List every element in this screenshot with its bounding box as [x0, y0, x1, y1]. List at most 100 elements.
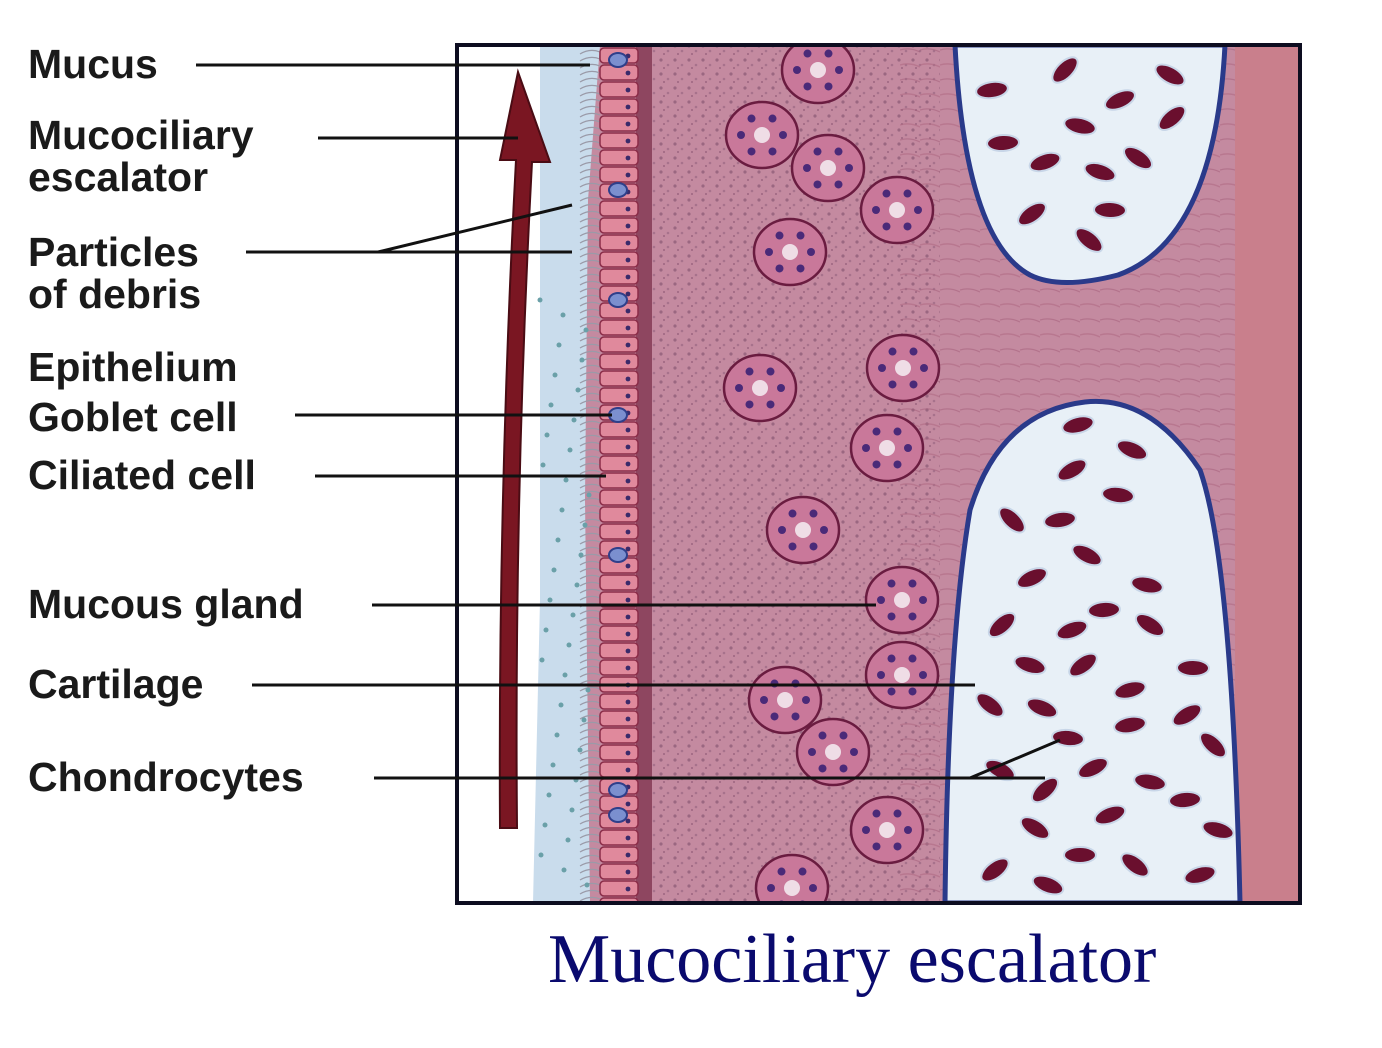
goblet-cell — [608, 52, 628, 68]
gland-lumen — [795, 522, 811, 538]
chondrocyte — [1157, 105, 1187, 131]
cilium — [579, 119, 601, 125]
gland-nucleus — [862, 826, 870, 834]
ciliated-cell — [599, 268, 639, 285]
gland-nucleus — [909, 380, 918, 389]
cell-nucleus — [625, 121, 631, 127]
gland-nucleus — [893, 460, 902, 469]
gland-nucleus — [834, 180, 843, 189]
cilium — [579, 595, 601, 601]
gland-nucleus — [908, 687, 917, 696]
cilium — [579, 875, 601, 881]
cilium — [579, 420, 601, 426]
chondrocyte — [1087, 600, 1121, 620]
debris-particle — [567, 447, 573, 453]
cilium — [579, 161, 601, 167]
cilium — [579, 728, 601, 734]
debris-particle — [547, 597, 553, 603]
gland-nucleus — [768, 147, 777, 156]
ciliated-cell — [599, 880, 639, 897]
ciliated-cell — [599, 506, 639, 523]
chondrocyte — [1055, 619, 1089, 641]
cilium — [579, 735, 601, 741]
cilium — [579, 49, 601, 55]
debris-particle — [559, 507, 565, 513]
mucous-glands — [722, 45, 941, 903]
gland-nucleus — [862, 444, 870, 452]
gland-nucleus — [788, 542, 797, 551]
cilium — [579, 861, 601, 867]
label-cartilage: Cartilage — [28, 661, 204, 707]
basement-layer — [636, 45, 652, 903]
debris-particle — [563, 477, 569, 483]
cilium — [579, 630, 601, 636]
cilium — [579, 217, 601, 223]
cilium — [579, 210, 601, 216]
gland-nucleus — [887, 579, 896, 588]
cilium — [579, 245, 601, 251]
chondrocyte — [1071, 543, 1103, 567]
cilium — [579, 868, 601, 874]
gland-nucleus — [788, 509, 797, 518]
debris-particle — [551, 567, 557, 573]
label-goblet-cell: Goblet cell — [28, 394, 238, 440]
chondrocyte — [980, 857, 1010, 883]
gland-nucleus — [903, 222, 912, 231]
cilia-group — [579, 49, 601, 902]
cilium — [579, 308, 601, 314]
ciliated-cell — [599, 727, 639, 744]
cilium — [579, 588, 601, 594]
gland-nucleus — [839, 731, 848, 740]
gland-nucleus — [775, 231, 784, 240]
cilium — [579, 574, 601, 580]
cell-nucleus — [625, 257, 631, 263]
cell-nucleus — [625, 478, 631, 484]
gland-nucleus — [735, 384, 743, 392]
gland-nucleus — [904, 826, 912, 834]
cilium — [579, 56, 601, 62]
cell-nucleus — [625, 87, 631, 93]
debris-particle — [586, 492, 592, 498]
cell-nucleus — [625, 835, 631, 841]
gland-nucleus — [803, 164, 811, 172]
cilium — [579, 70, 601, 76]
label-particles-line2: of debris — [28, 271, 202, 317]
cell-nucleus — [625, 699, 631, 705]
debris-particle — [554, 732, 560, 738]
cilium — [579, 833, 601, 839]
chondrocyte — [1016, 567, 1048, 589]
chondrocyte — [1019, 816, 1051, 840]
debris-particle — [574, 582, 580, 588]
gland-nucleus — [893, 427, 902, 436]
cilium — [579, 441, 601, 447]
label-mucus: Mucus — [28, 41, 158, 87]
gland-nucleus — [777, 384, 785, 392]
cilium — [579, 98, 601, 104]
chondrocyte — [1113, 680, 1147, 700]
ciliated-cell — [599, 234, 639, 251]
ciliated-cell — [599, 166, 639, 183]
gland-nucleus — [893, 809, 902, 818]
epithelium-cells — [599, 47, 639, 903]
chondrocyte — [1176, 658, 1210, 678]
cilium — [579, 805, 601, 811]
chondrocyte — [1028, 151, 1062, 173]
chondrocyte — [1063, 846, 1097, 864]
cilium — [579, 560, 601, 566]
cilium — [579, 280, 601, 286]
cilium — [579, 672, 601, 678]
cilium — [579, 175, 601, 181]
cell-nucleus — [625, 869, 631, 875]
chondrocyte — [1093, 804, 1127, 826]
ciliated-cell — [599, 98, 639, 115]
cilium — [579, 392, 601, 398]
gland-lumen — [782, 244, 798, 260]
debris-particle — [562, 672, 568, 678]
ciliated-cell — [599, 693, 639, 710]
debris-particle — [577, 747, 583, 753]
debris-particle — [571, 417, 577, 423]
cilium — [579, 714, 601, 720]
chondrocyte — [1017, 201, 1047, 227]
cell-nucleus — [625, 665, 631, 671]
cell-nucleus — [625, 223, 631, 229]
